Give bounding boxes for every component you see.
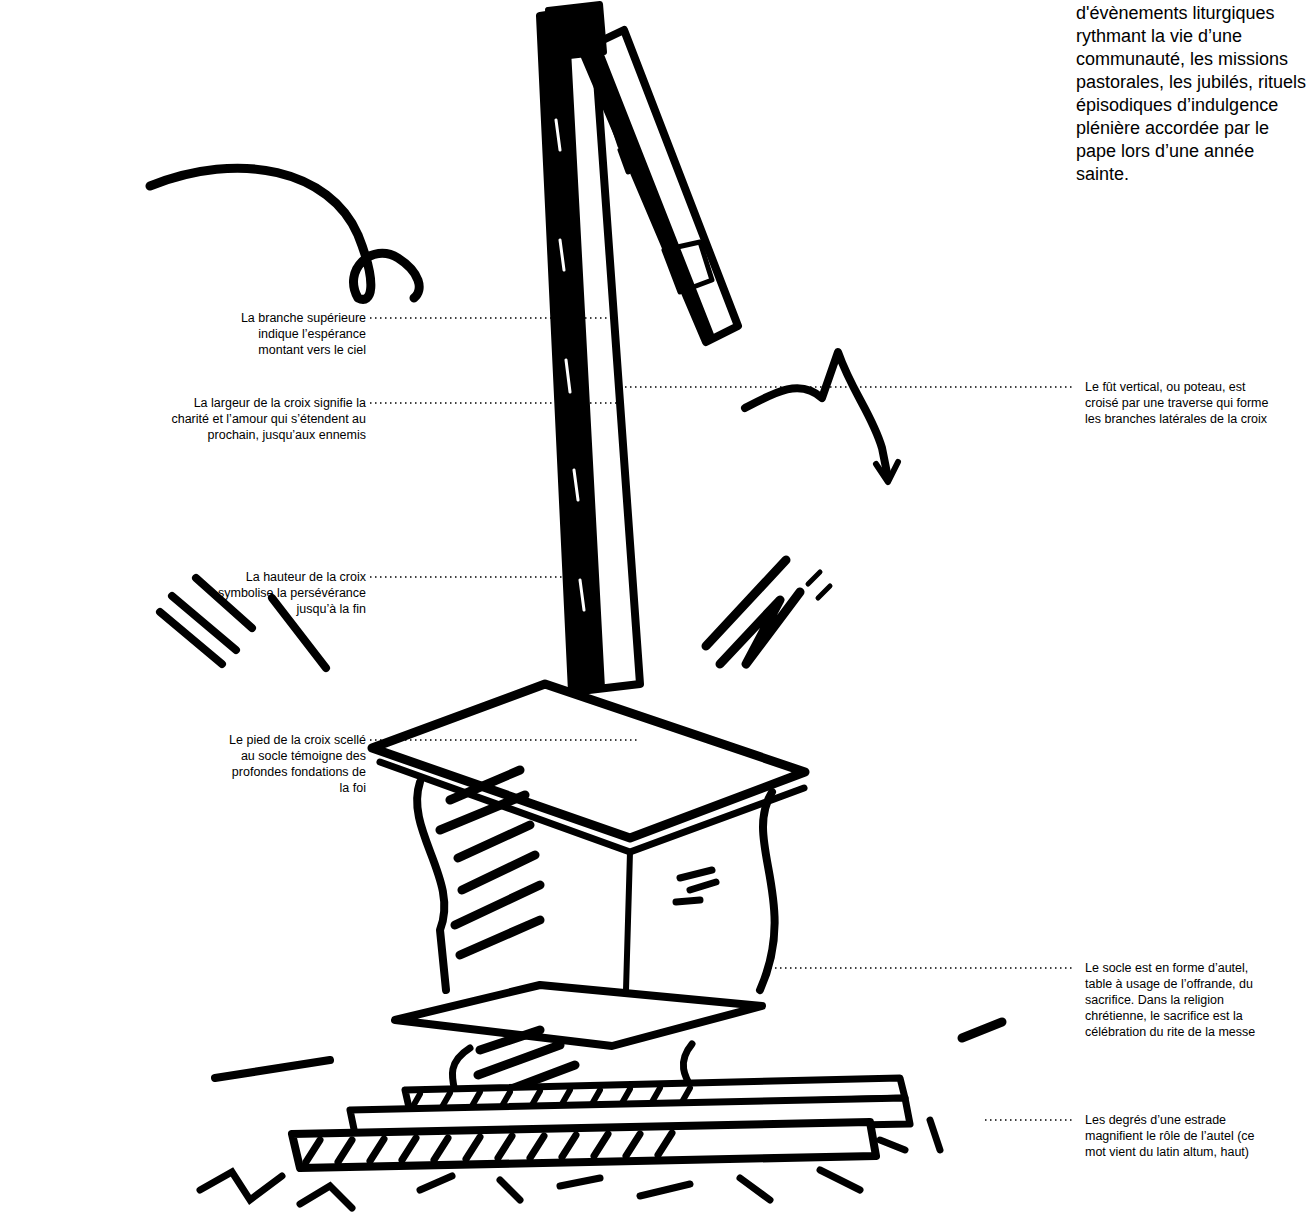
leader-line: [370, 739, 640, 740]
ground-scribble: [200, 1172, 352, 1208]
callout-text: La branche supérieure indique l’espéranc…: [228, 310, 366, 358]
leader-line: [370, 402, 625, 403]
crossbar-shade: [584, 46, 712, 342]
ground-scribble: [740, 1120, 940, 1200]
leader-line: [370, 576, 570, 577]
callout-text: La hauteur de la croix symbolise la pers…: [206, 569, 366, 617]
wind-dash: [215, 1060, 330, 1078]
step-hatch: [412, 1088, 690, 1108]
socle-edge: [626, 852, 630, 990]
shaft-highlight: [556, 120, 584, 610]
ground-scribble: [420, 1176, 690, 1200]
body-text: d'évènements liturgiques rythmant la vie…: [1076, 2, 1310, 186]
socle-mark: [676, 870, 716, 902]
callout-text: La largeur de la croix signifie la chari…: [171, 395, 366, 443]
crossbar-hatch: [598, 72, 628, 172]
cross-shaft-shade: [540, 12, 602, 692]
callout-text: Le fût vertical, ou poteau, est croisé p…: [1085, 379, 1275, 427]
socle-ledge: [395, 985, 762, 1046]
altar-socle: [372, 684, 805, 1126]
wind-dash: [962, 1022, 1002, 1038]
callout-text: Les degrés d’une estrade magnifient le r…: [1085, 1112, 1275, 1160]
cross-crossbar: [582, 30, 738, 342]
callout-text: Le pied de la croix scellé au socle témo…: [228, 732, 366, 796]
wind-curve: [745, 352, 888, 478]
leader-line: [765, 967, 1075, 968]
wind-curve: [150, 168, 419, 299]
step-hatch: [306, 1133, 672, 1162]
wind-hatch: [706, 560, 800, 664]
callout-text: Le socle est en forme d’autel, table à u…: [1085, 960, 1275, 1040]
wind-hatch: [808, 572, 830, 598]
leader-line: [625, 386, 1075, 387]
cross-top: [548, 4, 604, 58]
ground: [200, 1120, 940, 1208]
steps: [292, 1078, 910, 1168]
socle-side: [417, 782, 446, 990]
cross: [540, 4, 738, 692]
socle-side: [760, 792, 775, 990]
leader-lines: [370, 318, 1075, 1120]
leader-line: [985, 1119, 1075, 1120]
wind-arrowhead: [876, 462, 898, 482]
leader-line: [370, 317, 615, 318]
socle-hatch: [440, 770, 540, 955]
socle-top-edge: [380, 762, 804, 852]
step: [292, 1122, 876, 1168]
crossbar-block: [664, 242, 712, 292]
